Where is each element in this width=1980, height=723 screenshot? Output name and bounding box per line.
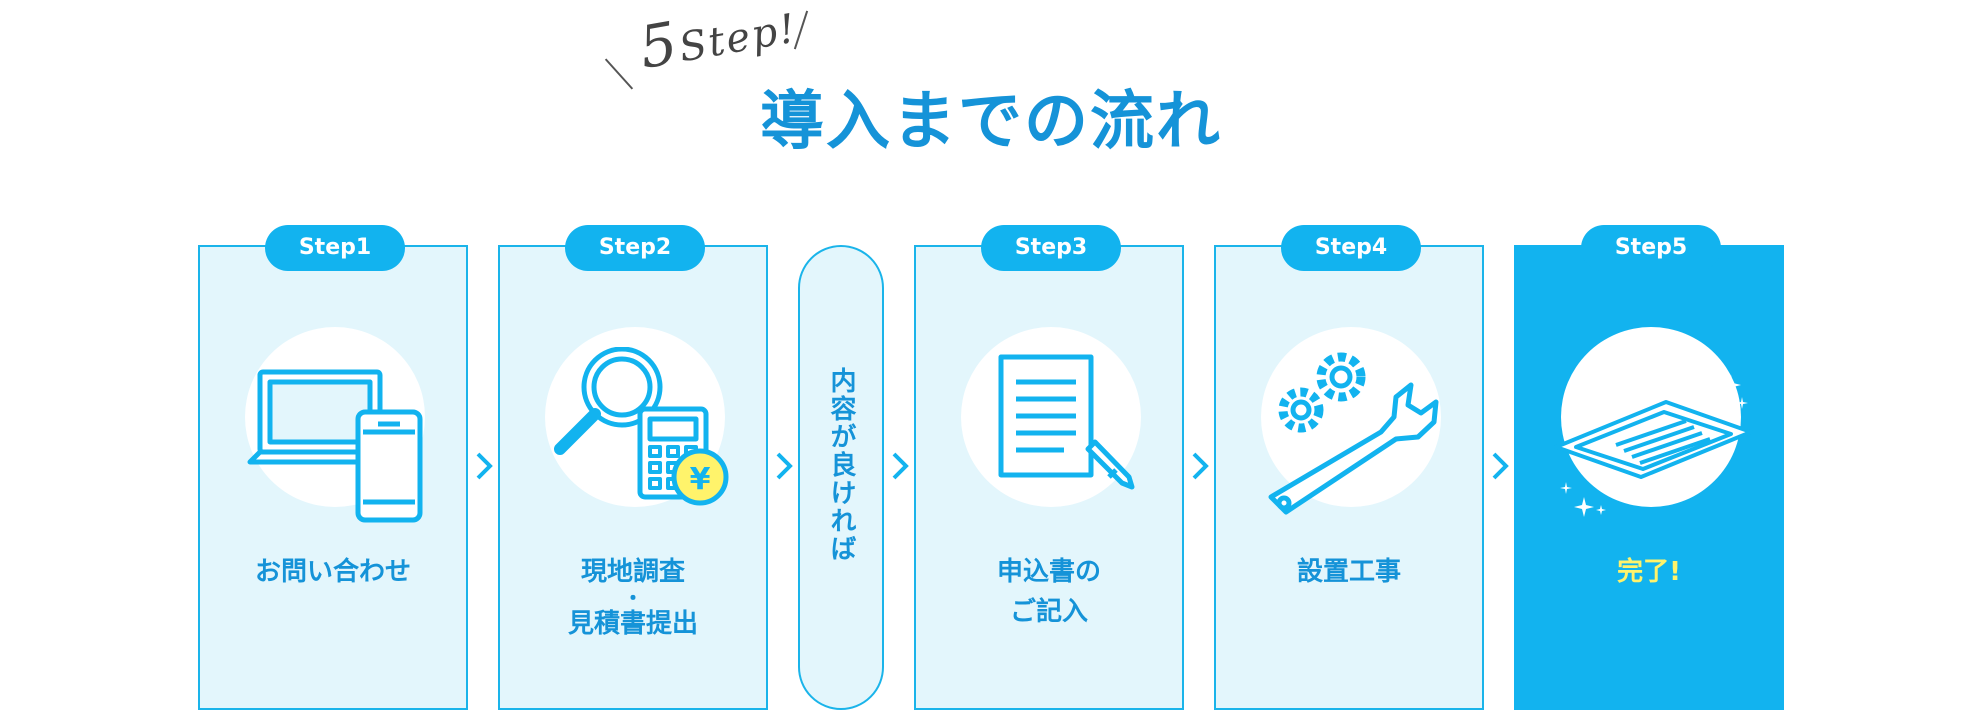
chevron-right-icon: [476, 452, 493, 480]
document-pen-icon: [998, 354, 1135, 490]
chevron-right-icon: [892, 452, 909, 480]
step-card-3: Step3 申込書の ご記入: [914, 225, 1184, 710]
condition-label: 内容が良ければ: [826, 367, 856, 563]
step-badge: Step5: [1581, 225, 1721, 271]
chevron-right-icon: [1192, 452, 1209, 480]
section-heading: 5Step! 導入までの流れ: [0, 0, 1980, 170]
step-tag-text: Step!: [675, 5, 801, 72]
step-label-line1: 現地調査: [580, 557, 685, 587]
label-separator: ・: [623, 586, 643, 610]
step-badge: Step1: [265, 225, 405, 271]
step-label: お問い合わせ: [254, 557, 411, 587]
page-title: 導入までの流れ: [760, 85, 1222, 159]
step-label: 申込書の ご記入: [916, 552, 1182, 632]
step-label-line2: 見積書提出: [567, 609, 698, 639]
step-label-line1: 申込書の: [996, 557, 1101, 587]
gears-wrench-icon: [1268, 352, 1439, 515]
laptop-phone-icon: [247, 369, 423, 523]
svg-text:¥: ¥: [690, 462, 711, 497]
heading-decoration-left: [604, 58, 634, 90]
step-label: 設置工事: [1296, 557, 1401, 587]
chevron-right-icon: [776, 452, 793, 480]
step-badge: Step2: [565, 225, 705, 271]
condition-capsule: 内容が良ければ: [798, 245, 884, 710]
step-badge: Step3: [981, 225, 1121, 271]
step-card-4: Step4 設置工事: [1214, 225, 1484, 710]
sparkling-ceiling-aircon-icon: [1554, 375, 1753, 517]
chevron-right-icon: [1492, 452, 1509, 480]
step-card-5: Step5 完了!: [1514, 225, 1784, 710]
step-count: 5: [634, 8, 685, 83]
magnifier-calculator-yen-icon: ¥: [554, 347, 729, 506]
step-badge: Step4: [1281, 225, 1421, 271]
step-label-line2: ご記入: [1009, 597, 1088, 627]
step-card-2: Step2 ¥ 現地調査 ・ 見積書提出: [498, 225, 768, 710]
step-card-1: Step1 お問い合わせ: [198, 225, 468, 710]
step-label: 現地調査 ・ 見積書提出: [500, 552, 766, 644]
step-label: 完了!: [1617, 557, 1681, 587]
